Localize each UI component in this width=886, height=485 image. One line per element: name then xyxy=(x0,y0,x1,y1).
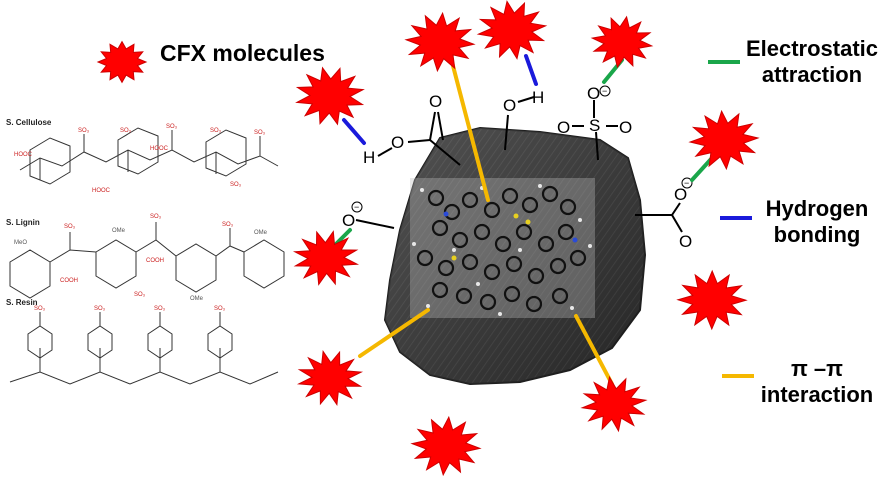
hbond-line-2 xyxy=(524,54,538,86)
pi-label-line2: interaction xyxy=(760,382,874,407)
resin-so3-labels: SO₃ SO₃ SO₃ SO₃ xyxy=(34,306,226,312)
hydrogen-label-line2: bonding xyxy=(773,222,861,247)
pi-label: π –π interaction xyxy=(752,356,882,408)
cfx-molecule-star xyxy=(590,15,654,69)
sulfonate-o-top: O xyxy=(587,84,600,103)
svg-text:HOOC: HOOC xyxy=(14,152,33,158)
svg-text:SO₃: SO₃ xyxy=(222,222,234,228)
svg-text:SO₃: SO₃ xyxy=(166,124,178,130)
svg-text:SO₃: SO₃ xyxy=(150,214,162,220)
hydrogen-atoms xyxy=(412,184,592,316)
pi-line-1 xyxy=(450,60,490,202)
svg-text:HOOC: HOOC xyxy=(92,188,111,194)
cfx-molecules xyxy=(96,0,760,477)
charge-carboxylate: − xyxy=(684,178,689,188)
cfx-molecule-star xyxy=(410,415,482,477)
aromatic-rings xyxy=(416,185,587,313)
interaction-lines xyxy=(328,54,714,386)
lignin-red-labels: SO₃ SO₃ SO₃ COOH COOH SO₃ xyxy=(60,214,234,298)
phenolate-o: O xyxy=(342,211,355,230)
svg-text:SO₃: SO₃ xyxy=(94,306,106,312)
svg-text:HOOC: HOOC xyxy=(150,146,169,152)
cellulose-so3-labels: SO₃ SO₃ SO₃ SO₃ SO₃ HOOC HOOC HOOC SO₃ xyxy=(14,124,266,194)
svg-text:SO₃: SO₃ xyxy=(64,224,76,230)
cooh-o-top: O xyxy=(429,92,442,111)
svg-text:COOH: COOH xyxy=(146,258,164,264)
svg-text:OMe: OMe xyxy=(190,296,204,302)
svg-text:SO₃: SO₃ xyxy=(214,306,226,312)
cfx-molecule-star xyxy=(580,375,648,433)
cfx-molecule-star xyxy=(404,11,476,73)
svg-text:COOH: COOH xyxy=(60,278,78,284)
svg-text:SO₃: SO₃ xyxy=(154,306,166,312)
cooh-h: H xyxy=(363,148,375,167)
svg-text:SO₃: SO₃ xyxy=(78,128,90,134)
resin-structure xyxy=(9,312,279,385)
pi-line-3 xyxy=(574,314,614,386)
heteroatoms xyxy=(443,211,578,261)
svg-text:SO₃: SO₃ xyxy=(34,306,46,312)
carboxylate-o-bottom: O xyxy=(679,232,692,251)
electrostatic-label: Electrostatic attraction xyxy=(738,36,886,88)
svg-text:SO₃: SO₃ xyxy=(230,182,242,188)
svg-text:SO₃: SO₃ xyxy=(120,128,132,134)
sulfonate-s: S xyxy=(589,116,600,135)
svg-text:SO₃: SO₃ xyxy=(210,128,222,134)
svg-text:SO₃: SO₃ xyxy=(134,292,146,298)
cfx-molecule-star xyxy=(476,0,548,60)
sulfonate-o-right: O xyxy=(619,118,632,137)
carbon-particle xyxy=(383,126,647,386)
electrostatic-label-line2: attraction xyxy=(761,62,863,87)
cellulose-title: S. Cellulose xyxy=(6,118,52,127)
pi-line-2 xyxy=(358,308,430,358)
cooh-o-left: O xyxy=(391,133,404,152)
cfx-molecule-star xyxy=(688,109,760,171)
functional-bonds xyxy=(355,96,683,233)
electrostatic-label-line1: Electrostatic xyxy=(745,36,879,61)
carboxylate-o-top: O xyxy=(674,185,687,204)
charge-phenolate: − xyxy=(354,202,359,212)
electrostatic-line-2 xyxy=(690,156,714,182)
svg-text:OMe: OMe xyxy=(254,230,268,236)
cfx-molecules-label: CFX molecules xyxy=(160,40,325,66)
charge-sulfonate: − xyxy=(602,86,607,96)
cfx-legend-star xyxy=(96,40,148,84)
sulfonate-o-left: O xyxy=(557,118,570,137)
cfx-molecule-star xyxy=(295,66,365,126)
lignin-title: S. Lignin xyxy=(6,218,40,227)
hydrogen-label: Hydrogen bonding xyxy=(752,196,882,248)
lignin-structure xyxy=(9,222,285,299)
svg-text:OMe: OMe xyxy=(112,228,126,234)
cfx-molecule-star xyxy=(296,349,364,407)
functional-labels: O O H O H S O O O O O O xyxy=(342,84,692,251)
hbond-line-1 xyxy=(342,118,366,145)
svg-text:MeO: MeO xyxy=(14,240,27,246)
cfx-molecule-star xyxy=(292,230,360,286)
hydrogen-label-line1: Hydrogen xyxy=(765,196,869,221)
charge-marks: − − − xyxy=(351,85,693,213)
resin-title: S. Resin xyxy=(6,298,38,307)
cfx-molecule-star xyxy=(676,269,748,331)
svg-text:SO₃: SO₃ xyxy=(254,130,266,136)
oh-h: H xyxy=(532,88,544,107)
oh-o: O xyxy=(503,96,516,115)
cellulose-structure xyxy=(19,127,279,185)
pi-label-line1: π –π xyxy=(790,356,844,381)
